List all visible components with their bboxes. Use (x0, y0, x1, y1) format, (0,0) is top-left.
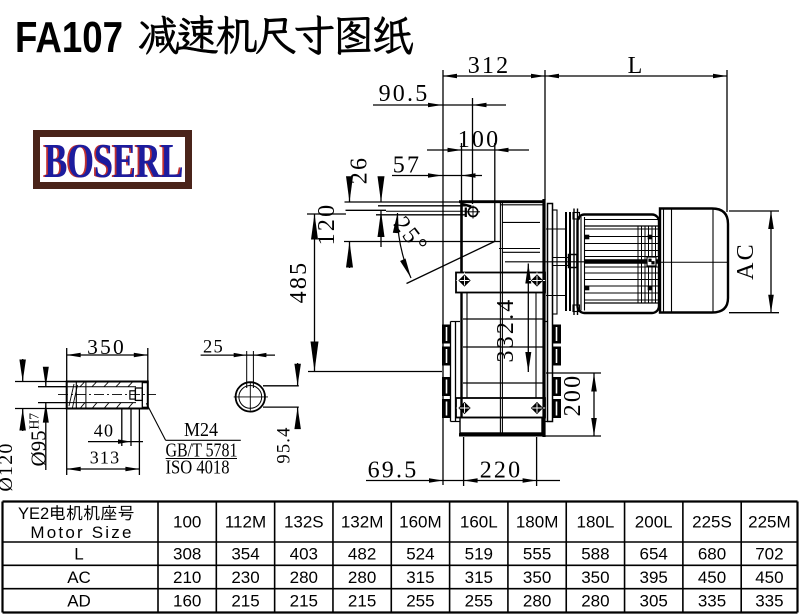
svg-text:315: 315 (406, 568, 434, 587)
svg-text:588: 588 (581, 545, 609, 564)
svg-text:350: 350 (581, 568, 609, 587)
svg-text:GB/T 5781: GB/T 5781 (166, 440, 238, 462)
svg-text:ISO 4018: ISO 4018 (166, 457, 230, 479)
svg-text:450: 450 (755, 568, 783, 587)
svg-text:654: 654 (640, 545, 668, 564)
svg-text:BOSERL: BOSERL (45, 133, 184, 188)
svg-text:350: 350 (523, 568, 551, 587)
svg-text:M24: M24 (184, 419, 218, 441)
svg-text:160: 160 (173, 591, 201, 610)
svg-text:315: 315 (465, 568, 493, 587)
svg-text:220: 220 (480, 458, 523, 484)
svg-text:524: 524 (406, 545, 434, 564)
svg-text:90.5: 90.5 (379, 81, 430, 107)
svg-text:225S: 225S (692, 513, 732, 532)
svg-text:395: 395 (640, 568, 668, 587)
svg-text:57: 57 (393, 153, 421, 179)
svg-text:160M: 160M (399, 513, 442, 532)
svg-text:120: 120 (314, 203, 340, 246)
svg-text:95.4: 95.4 (275, 426, 295, 463)
svg-text:313: 313 (90, 448, 121, 468)
svg-text:40: 40 (94, 421, 114, 441)
svg-text:Ø95: Ø95 (27, 430, 51, 466)
svg-text:100: 100 (173, 513, 201, 532)
svg-text:680: 680 (698, 545, 726, 564)
svg-text:FA107: FA107 (15, 13, 123, 62)
svg-text:BOSERL: BOSERL (43, 133, 182, 188)
svg-text:280: 280 (523, 591, 551, 610)
svg-text:L: L (74, 545, 83, 564)
svg-text:Motor Size: Motor Size (30, 523, 133, 542)
svg-text:519: 519 (465, 545, 493, 564)
svg-text:180L: 180L (576, 513, 614, 532)
svg-text:225M: 225M (748, 513, 791, 532)
svg-text:335: 335 (698, 591, 726, 610)
svg-text:210: 210 (173, 568, 201, 587)
svg-text:555: 555 (523, 545, 551, 564)
svg-text:200: 200 (560, 374, 586, 417)
svg-text:69.5: 69.5 (368, 458, 419, 484)
svg-text:308: 308 (173, 545, 201, 564)
svg-text:AC: AC (67, 568, 91, 587)
svg-text:215: 215 (290, 591, 318, 610)
svg-text:160L: 160L (460, 513, 498, 532)
svg-text:332.4: 332.4 (493, 298, 519, 363)
svg-text:132S: 132S (284, 513, 324, 532)
svg-text:Ø120: Ø120 (0, 442, 17, 491)
svg-text:255: 255 (465, 591, 493, 610)
svg-text:280: 280 (290, 568, 318, 587)
svg-text:482: 482 (348, 545, 376, 564)
svg-text:305: 305 (640, 591, 668, 610)
svg-text:350: 350 (87, 335, 126, 359)
svg-text:215: 215 (348, 591, 376, 610)
svg-text:YE2: YE2 (18, 505, 49, 523)
svg-text:702: 702 (755, 545, 783, 564)
svg-text:AD: AD (67, 591, 91, 610)
svg-text:450: 450 (698, 568, 726, 587)
svg-text:100: 100 (458, 127, 501, 153)
svg-text:335: 335 (755, 591, 783, 610)
svg-text:AC: AC (733, 242, 759, 280)
svg-text:230: 230 (231, 568, 259, 587)
svg-text:200L: 200L (635, 513, 673, 532)
svg-text:L: L (628, 53, 643, 79)
svg-text:312: 312 (468, 53, 511, 79)
svg-text:H7: H7 (27, 413, 42, 430)
svg-text:25: 25 (203, 338, 224, 358)
svg-text:215: 215 (231, 591, 259, 610)
svg-text:485: 485 (286, 261, 312, 304)
svg-text:255: 255 (406, 591, 434, 610)
svg-text:354: 354 (231, 545, 259, 564)
svg-text:132M: 132M (341, 513, 384, 532)
svg-text:280: 280 (348, 568, 376, 587)
svg-text:112M: 112M (225, 513, 266, 532)
svg-text:403: 403 (290, 545, 318, 564)
svg-text:280: 280 (581, 591, 609, 610)
svg-text:180M: 180M (516, 513, 559, 532)
